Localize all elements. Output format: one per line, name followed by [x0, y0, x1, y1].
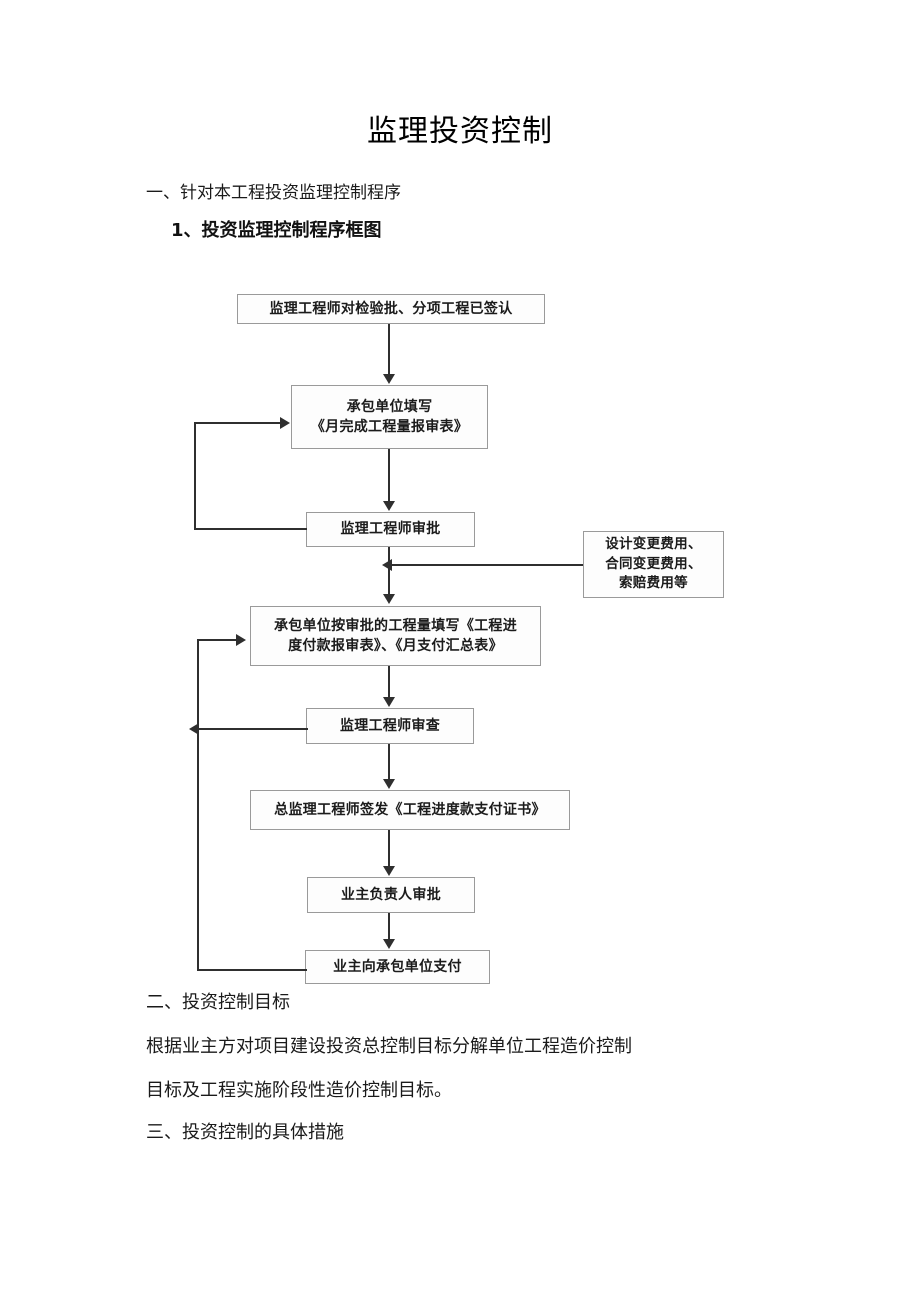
arrowhead-progress-to-review-icon	[383, 697, 395, 707]
arrowhead-certify-to-owner-icon	[383, 866, 395, 876]
page-title: 监理投资控制	[367, 114, 553, 149]
flow-node-chief-supervisor-certificate: 总监理工程师签发《工程进度款支付证书》	[250, 790, 570, 830]
flow-node-progress-payment-forms: 承包单位按审批的工程量填写《工程进 度付款报审表》、《月支付汇总表》	[250, 606, 541, 666]
arrowhead-owner-to-pay-icon	[383, 939, 395, 949]
connector-left-feedback-trunk	[197, 639, 199, 971]
arrowhead-review-to-certify-icon	[383, 779, 395, 789]
flow-node-top-signoff: 监理工程师对检验批、分项工程已签认	[237, 294, 545, 324]
connector-review-feedback-left	[197, 728, 308, 730]
body-paragraph-line-2: 目标及工程实施阶段性造价控制目标。	[146, 1080, 452, 1101]
arrowhead-top-to-fill-icon	[383, 374, 395, 384]
arrowhead-approve-feedback-icon	[280, 417, 290, 429]
arrowhead-feedback-into-progress-icon	[236, 634, 246, 646]
flow-node-extra-costs: 设计变更费用、 合同变更费用、 索赔费用等	[583, 531, 724, 598]
arrowhead-review-feedback-icon	[189, 723, 199, 735]
section-heading-1-1: 1、投资监理控制程序框图	[171, 220, 382, 241]
connector-review-to-certify	[388, 744, 390, 780]
connector-progress-to-review	[388, 666, 390, 698]
connector-feedback-into-progress	[197, 639, 239, 641]
connector-approve-feedback-top	[194, 422, 282, 424]
flow-node-supervisor-review: 监理工程师审查	[306, 708, 474, 744]
flow-node-supervisor-approval: 监理工程师审批	[306, 512, 475, 547]
connector-extra-costs-to-trunk	[392, 564, 583, 566]
connector-approve-feedback-left	[194, 528, 307, 530]
flow-node-owner-payment: 业主向承包单位支付	[305, 950, 490, 984]
section-heading-1: 一、针对本工程投资监理控制程序	[146, 183, 401, 203]
body-paragraph-line-1: 根据业主方对项目建设投资总控制目标分解单位工程造价控制	[146, 1036, 632, 1057]
connector-certify-to-owner	[388, 830, 390, 867]
flow-node-contractor-fill: 承包单位填写 《月完成工程量报审表》	[291, 385, 488, 449]
arrowhead-approve-to-progress-icon	[383, 594, 395, 604]
connector-owner-to-pay	[388, 913, 390, 940]
connector-pay-to-trunk	[197, 969, 307, 971]
connector-approve-to-progress	[388, 547, 390, 595]
connector-fill-to-approve	[388, 449, 390, 502]
section-heading-3: 三、投资控制的具体措施	[146, 1122, 344, 1143]
connector-approve-feedback-up	[194, 422, 196, 530]
connector-top-to-fill	[388, 324, 390, 376]
arrowhead-fill-to-approve-icon	[383, 501, 395, 511]
arrowhead-extra-costs-icon	[382, 559, 392, 571]
section-heading-2: 二、投资控制目标	[146, 992, 290, 1013]
flow-node-owner-approval: 业主负责人审批	[307, 877, 475, 913]
